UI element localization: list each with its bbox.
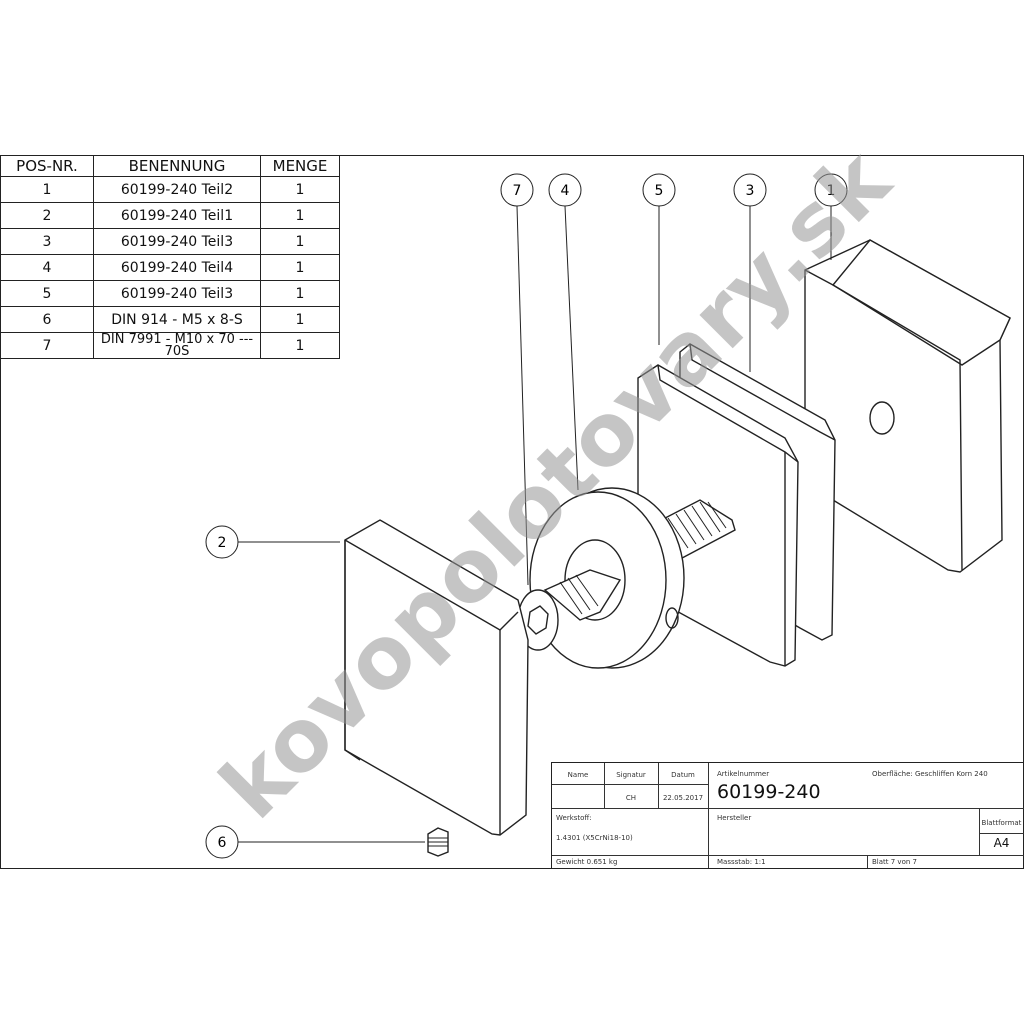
- massstab: Massstab: 1:1: [717, 858, 766, 866]
- header-benennung: BENENNUNG: [93, 155, 261, 177]
- pos-cell: 2: [0, 202, 94, 229]
- part-6-set-screw: [427, 827, 449, 857]
- gewicht: Gewicht 0.651 kg: [556, 858, 618, 866]
- table-header-row: POS-NR. BENENNUNG MENGE: [0, 155, 340, 177]
- pos-cell: 5: [0, 280, 94, 307]
- qty-cell: 1: [260, 202, 340, 229]
- header-pos: POS-NR.: [0, 155, 94, 177]
- balloon-label: 7: [513, 183, 522, 199]
- name-cell: DIN 7991 - M10 x 70 --- 70S: [93, 332, 261, 359]
- pos-cell: 3: [0, 228, 94, 255]
- name-cell: DIN 914 - M5 x 8-S: [93, 306, 261, 333]
- part-7-bolt-head: [517, 569, 622, 651]
- name-label: Name: [567, 771, 589, 779]
- part-1-block: [804, 239, 1011, 573]
- balloon-label: 6: [218, 835, 227, 851]
- name-cell: 60199-240 Teil4: [93, 254, 261, 281]
- blattformat-label: Blattformat: [981, 819, 1022, 827]
- artikelnummer-value: 60199-240: [717, 781, 821, 803]
- balloon-label: 5: [655, 183, 664, 199]
- qty-cell: 1: [260, 306, 340, 333]
- balloon-label: 1: [827, 183, 836, 199]
- name-cell: 60199-240 Teil1: [93, 202, 261, 229]
- signatur-value: CH: [625, 794, 637, 802]
- artikelnummer-label: Artikelnummer: [717, 770, 770, 778]
- qty-cell: 1: [260, 332, 340, 359]
- datum-value: 22.05.2017: [662, 794, 704, 802]
- pos-cell: 7: [0, 332, 94, 359]
- blattformat-value: A4: [993, 836, 1010, 850]
- hersteller-label: Hersteller: [717, 814, 752, 822]
- pos-cell: 1: [0, 176, 94, 203]
- balloon-2: 2: [205, 525, 239, 559]
- balloon-4: 4: [548, 173, 582, 207]
- balloon-label: 3: [746, 183, 755, 199]
- balloon-1: 1: [814, 173, 848, 207]
- werkstoff-label: Werkstoff:: [556, 814, 592, 822]
- datum-label: Datum: [671, 771, 695, 779]
- name-cell: 60199-240 Teil2: [93, 176, 261, 203]
- name-cell: 60199-240 Teil3: [93, 228, 261, 255]
- qty-cell: 1: [260, 254, 340, 281]
- qty-cell: 1: [260, 280, 340, 307]
- balloon-3: 3: [733, 173, 767, 207]
- name-cell: 60199-240 Teil3: [93, 280, 261, 307]
- title-block: Name Signatur Datum CH 22.05.2017 Artike…: [551, 762, 1024, 869]
- balloon-5: 5: [642, 173, 676, 207]
- blatt: Blatt 7 von 7: [872, 858, 917, 866]
- oberflaeche: Oberfläche: Geschliffen Korn 240: [872, 770, 988, 778]
- part-2-block: [344, 519, 529, 836]
- werkstoff-value: 1.4301 (X5CrNi18-10): [556, 834, 633, 842]
- balloon-6: 6: [205, 825, 239, 859]
- balloon-7: 7: [500, 173, 534, 207]
- pos-cell: 4: [0, 254, 94, 281]
- qty-cell: 1: [260, 228, 340, 255]
- pos-cell: 6: [0, 306, 94, 333]
- balloon-label: 4: [561, 183, 570, 199]
- balloon-label: 2: [218, 535, 227, 551]
- header-menge: MENGE: [260, 155, 340, 177]
- leader-lines: [238, 205, 832, 843]
- qty-cell: 1: [260, 176, 340, 203]
- signatur-label: Signatur: [616, 771, 646, 779]
